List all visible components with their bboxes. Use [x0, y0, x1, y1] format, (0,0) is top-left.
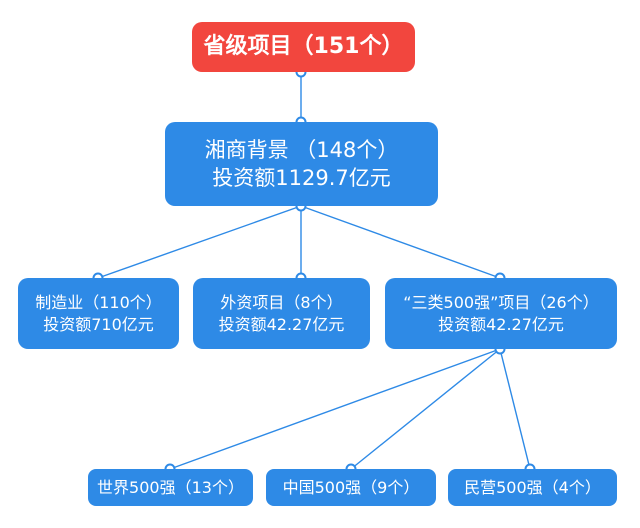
- xiang-background-node: 湘商背景 （148个） 投资额1129.7亿元: [165, 122, 438, 206]
- manufacturing-title: 制造业（110个）: [35, 292, 162, 312]
- manufacturing-investment: 投资额710亿元: [43, 314, 154, 334]
- world-500-label: 世界500强（13个）: [97, 477, 244, 497]
- manufacturing-node: 制造业（110个） 投资额710亿元: [18, 278, 179, 349]
- root-label: 省级项目（151个）: [203, 34, 404, 60]
- connector-500-world: [169, 348, 501, 470]
- private-500-label: 民营500强（4个）: [464, 477, 601, 497]
- private-500-node: 民营500强（4个）: [448, 469, 617, 506]
- xiang-title: 湘商背景 （148个）: [204, 137, 399, 162]
- top500-node: “三类500强”项目（26个） 投资额42.27亿元: [385, 278, 617, 349]
- root-node: 省级项目（151个）: [192, 22, 415, 72]
- connector-500-private: [499, 348, 531, 470]
- china-500-label: 中国500强（9个）: [282, 477, 420, 497]
- xiang-investment: 投资额1129.7亿元: [212, 166, 391, 190]
- connector-500-china: [350, 348, 501, 470]
- foreign-investment-node: 外资项目（8个） 投资额42.27亿元: [193, 278, 370, 349]
- connector-xiang-500: [300, 205, 501, 279]
- world-500-node: 世界500强（13个）: [88, 469, 253, 506]
- connector-xiang-mfg: [97, 205, 302, 279]
- foreign-title: 外资项目（8个）: [220, 292, 343, 312]
- china-500-node: 中国500强（9个）: [266, 469, 436, 506]
- top500-title: “三类500强”项目（26个）: [403, 292, 599, 312]
- foreign-investment: 投资额42.27亿元: [218, 314, 345, 334]
- top500-investment: 投资额42.27亿元: [438, 314, 564, 334]
